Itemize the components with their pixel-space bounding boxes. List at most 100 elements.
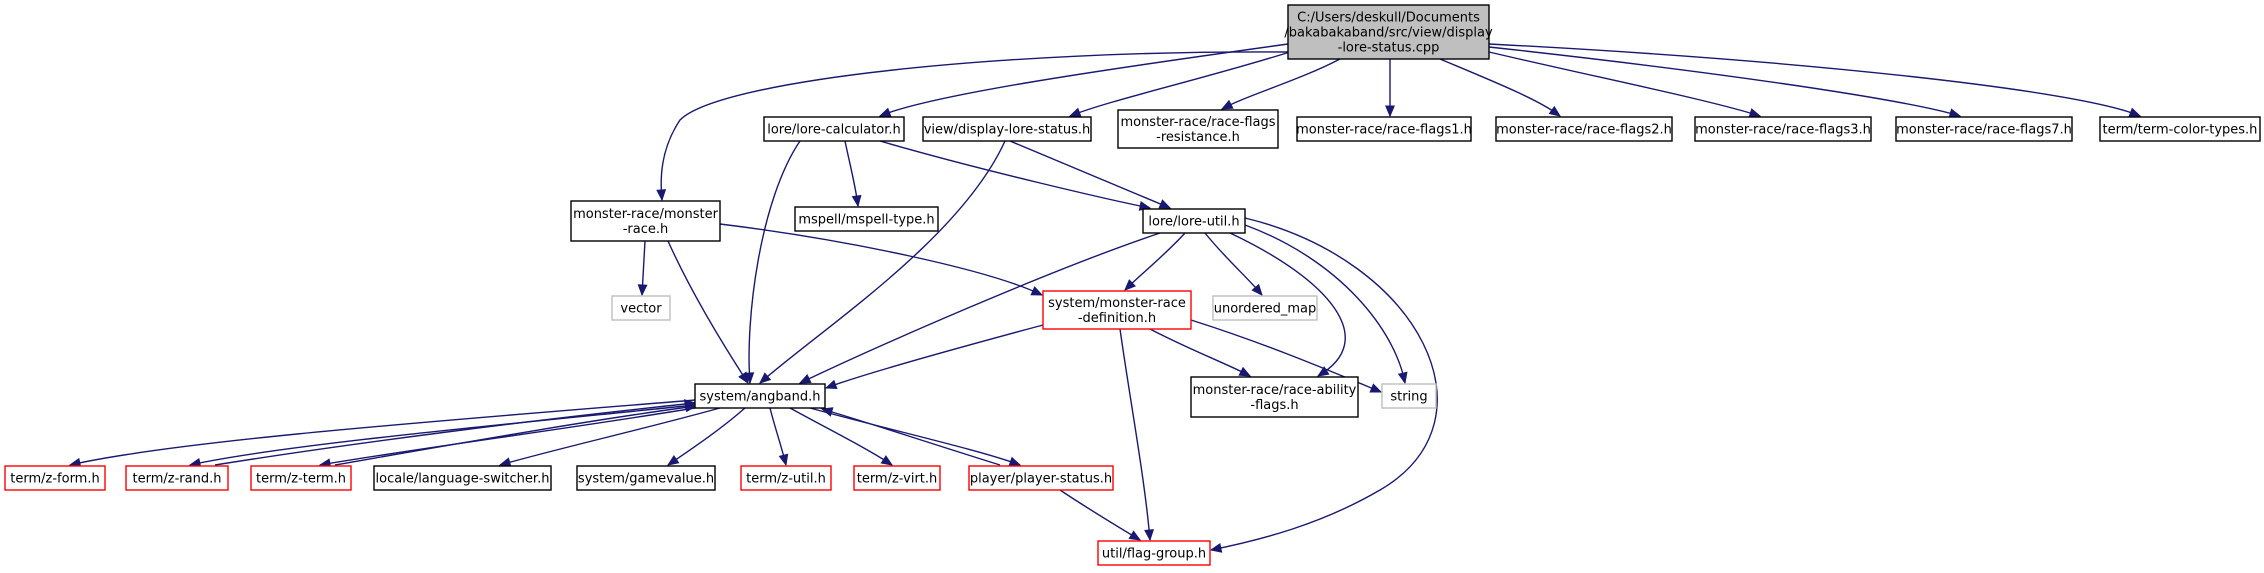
edge-line <box>667 240 749 384</box>
node-mspell-type[interactable]: mspell/mspell-type.h <box>794 206 939 232</box>
node-box <box>1895 116 2073 142</box>
node-flag-group[interactable]: util/flag-group.h <box>1097 540 1211 566</box>
edge-arrowhead <box>637 284 648 297</box>
edge-angband-to-player-status <box>809 407 1022 467</box>
edge-view-display-lore-status-to-angband <box>759 140 1006 384</box>
node-gamevalue[interactable]: system/gamevalue.h <box>576 465 716 491</box>
edge-line <box>879 43 1289 117</box>
edge-line <box>189 404 696 466</box>
node-vector[interactable]: vector <box>611 295 671 321</box>
edge-angband-to-gamevalue <box>666 407 746 466</box>
edge-lore-calculator-to-angband <box>744 140 801 385</box>
edge-root-to-race-flags1 <box>1385 59 1395 118</box>
node-label: mspell/mspell-type.h <box>798 213 934 228</box>
node-box <box>576 465 716 491</box>
edge-arrowhead <box>851 194 862 208</box>
node-label: monster-race/monster <box>573 207 718 222</box>
node-label: -flags.h <box>1250 398 1298 413</box>
edge-root-to-lore-calculator <box>878 43 1289 117</box>
node-race-flags7[interactable]: monster-race/race-flags7.h <box>1895 116 2073 142</box>
node-label: term/z-form.h <box>10 472 99 487</box>
node-z-virt[interactable]: term/z-virt.h <box>853 465 941 491</box>
edge-arrowhead <box>824 379 838 390</box>
edge-lore-util-to-unordered-map <box>1204 232 1263 296</box>
node-unordered-map[interactable]: unordered_map <box>1212 295 1318 321</box>
node-view-display-lore-status[interactable]: view/display-lore-status.h <box>922 116 1092 142</box>
node-race-flags1[interactable]: monster-race/race-flags1.h <box>1296 116 1472 142</box>
node-z-term[interactable]: term/z-term.h <box>250 465 352 491</box>
edge-lore-util-to-monster-race-definition <box>1124 232 1186 291</box>
node-label: term/z-virt.h <box>857 472 938 487</box>
edge-arrowhead <box>1128 530 1142 541</box>
edge-monster-race-definition-to-angband <box>824 324 1044 390</box>
node-race-ability-flags[interactable]: monster-race/race-ability-flags.h <box>1190 376 1359 418</box>
edge-lore-calculator-to-lore-util <box>879 140 1152 211</box>
node-box <box>922 116 1092 142</box>
edge-root-to-race-flags3 <box>1488 51 1762 118</box>
node-label: monster-race/race-flags <box>1120 115 1275 130</box>
node-language-switcher[interactable]: locale/language-switcher.h <box>373 465 552 491</box>
edge-line <box>719 223 1043 296</box>
edge-line <box>1149 328 1251 377</box>
edge-angband-to-z-rand <box>188 404 696 468</box>
edge-monster-race-definition-to-flag-group <box>1119 328 1154 542</box>
edge-arrowhead <box>878 107 892 117</box>
node-label: monster-race/race-ability <box>1193 383 1357 398</box>
edge-root-to-race-flags7 <box>1488 46 1962 118</box>
edge-z-term-to-angband <box>334 402 698 466</box>
node-root[interactable]: C:/Users/deskull/Documents/bakabakaband/… <box>1284 4 1493 60</box>
edge-monster-race-definition-to-race-ability-flags <box>1149 328 1252 377</box>
edge-arrowhead <box>778 453 789 467</box>
edge-player-status-to-angband <box>820 407 1001 466</box>
node-z-util[interactable]: term/z-util.h <box>740 465 832 491</box>
edge-line <box>1059 489 1141 541</box>
edge-root-to-view-display-lore-status <box>1068 51 1291 117</box>
node-z-form[interactable]: term/z-form.h <box>4 465 106 491</box>
node-race-flags3[interactable]: monster-race/race-flags3.h <box>1694 116 1872 142</box>
node-box <box>1212 295 1318 321</box>
node-string[interactable]: string <box>1381 383 1437 409</box>
node-label: locale/language-switcher.h <box>376 472 550 487</box>
edge-arrowhead <box>1220 99 1234 110</box>
node-race-flags-resistance[interactable]: monster-race/race-flags-resistance.h <box>1117 109 1279 149</box>
edge-arrowhead <box>1397 371 1408 385</box>
edge-root-to-race-flags2 <box>1439 58 1562 117</box>
node-label: lore/lore-util.h <box>1148 215 1239 230</box>
node-z-rand[interactable]: term/z-rand.h <box>125 465 229 491</box>
node-box <box>2099 116 2261 142</box>
edge-monster-race-to-angband <box>667 240 749 385</box>
edge-line <box>1488 43 2141 117</box>
node-term-color-types[interactable]: term/term-color-types.h <box>2099 116 2261 142</box>
edge-arrowhead <box>1238 366 1252 377</box>
edge-line <box>1439 58 1561 117</box>
edge-arrowhead <box>1948 108 1962 118</box>
node-lore-util[interactable]: lore/lore-util.h <box>1142 208 1246 234</box>
edge-line <box>1119 328 1151 541</box>
node-race-flags2[interactable]: monster-race/race-flags2.h <box>1495 116 1673 142</box>
node-label: vector <box>620 302 662 317</box>
node-label: string <box>1390 390 1427 405</box>
node-label: lore/lore-calculator.h <box>767 123 901 138</box>
node-player-status[interactable]: player/player-status.h <box>968 465 1114 491</box>
edge-root-to-monster-race <box>656 51 1289 202</box>
edge-angband-to-z-util <box>769 407 789 467</box>
node-box <box>1042 290 1192 330</box>
edge-view-display-lore-status-to-lore-util <box>1009 140 1172 209</box>
node-label: /bakabakaband/src/view/display <box>1284 26 1493 41</box>
node-box <box>125 465 229 491</box>
edge-lore-util-to-race-ability-flags <box>1229 232 1346 377</box>
node-lore-calculator[interactable]: lore/lore-calculator.h <box>763 116 905 142</box>
node-monster-race[interactable]: monster-race/monster-race.h <box>570 200 721 242</box>
node-angband[interactable]: system/angband.h <box>694 383 826 409</box>
node-monster-race-definition[interactable]: system/monster-race-definition.h <box>1042 290 1192 330</box>
node-box <box>694 383 826 409</box>
edge-arrowhead <box>1068 107 1082 117</box>
edge-arrowhead <box>498 457 512 467</box>
edge-line <box>879 140 1151 209</box>
edge-arrowhead <box>1124 279 1136 291</box>
edge-lore-calculator-to-mspell-type <box>844 140 862 208</box>
edge-arrowhead <box>1251 283 1263 296</box>
edge-monster-race-definition-to-string <box>1190 319 1383 393</box>
edge-line <box>1204 232 1263 296</box>
node-box <box>1694 116 1872 142</box>
